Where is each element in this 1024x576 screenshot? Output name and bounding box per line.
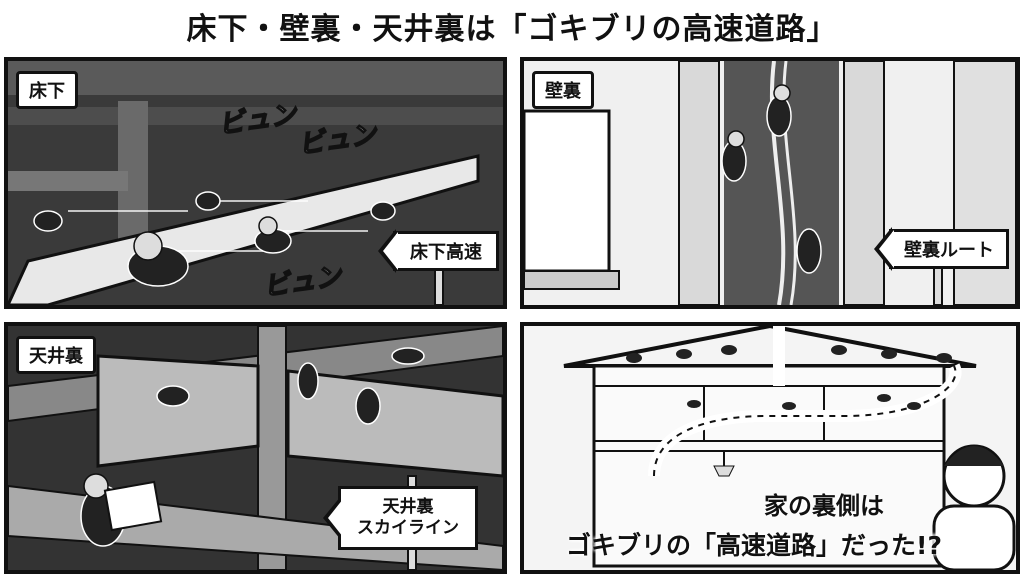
signpost-ceiling-line1: 天井裏: [382, 496, 434, 517]
panel-house: 家の裏側は ゴキブリの「高速道路」だった!?: [520, 322, 1020, 574]
panel-label-ceiling: 天井裏: [16, 336, 96, 374]
caption-line-1: 家の裏側は: [764, 492, 884, 520]
panel-ceiling: 天井裏 天井裏 スカイライン: [4, 322, 507, 574]
panel-label-underfloor: 床下: [16, 71, 78, 109]
signpost-underfloor: 床下高速: [393, 231, 499, 271]
panel-wall: 壁裏 壁裏ルート: [520, 57, 1020, 309]
page-title: 床下・壁裏・天井裏は「ゴキブリの高速道路」: [186, 12, 838, 47]
house-illustration: [524, 326, 1016, 570]
panel-label-wall: 壁裏: [532, 71, 594, 109]
signpost-wall-text: 壁裏ルート: [904, 240, 994, 261]
signpost-wall: 壁裏ルート: [889, 229, 1009, 269]
underfloor-illustration: [8, 61, 503, 305]
signpost-ceiling-line2: スカイライン: [357, 518, 459, 538]
signpost-ceiling: 天井裏 スカイライン: [338, 486, 478, 550]
signpost-underfloor-text: 床下高速: [410, 242, 482, 263]
caption-line-2: ゴキブリの「高速道路」だった!?: [566, 531, 942, 560]
panel-underfloor: 床下 ビュン ビュン ビュン 床下高速: [4, 57, 507, 309]
